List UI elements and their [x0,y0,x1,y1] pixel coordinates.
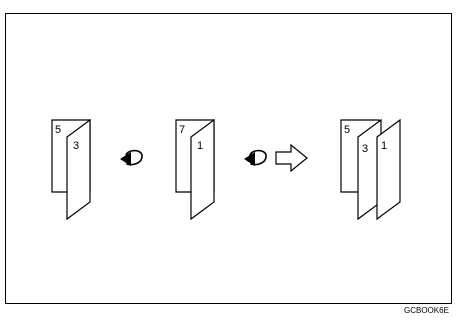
booklet-2-front-leaf [191,120,214,219]
result-page-number-a: 5 [344,124,350,136]
flip-over-icon [120,151,142,166]
booklet-2-inner-page-number: 1 [197,140,203,152]
right-arrow-icon [276,145,307,171]
booklet-1-outer-page-number: 5 [55,124,61,136]
booklet-2: 7 1 [176,120,214,219]
booklet-1-front-leaf [67,120,90,219]
result-booklet: 5 3 1 [341,120,400,219]
booklet-1: 5 3 [52,120,90,219]
result-front-leaf [377,120,400,219]
figure-code: GCBOOK6E [404,306,449,315]
booklet-1-inner-page-number: 3 [73,140,79,152]
booklet-2-outer-page-number: 7 [179,124,185,136]
flip-over-icon [244,151,266,166]
result-page-number-b: 3 [362,143,368,155]
result-page-number-c: 1 [381,140,387,152]
